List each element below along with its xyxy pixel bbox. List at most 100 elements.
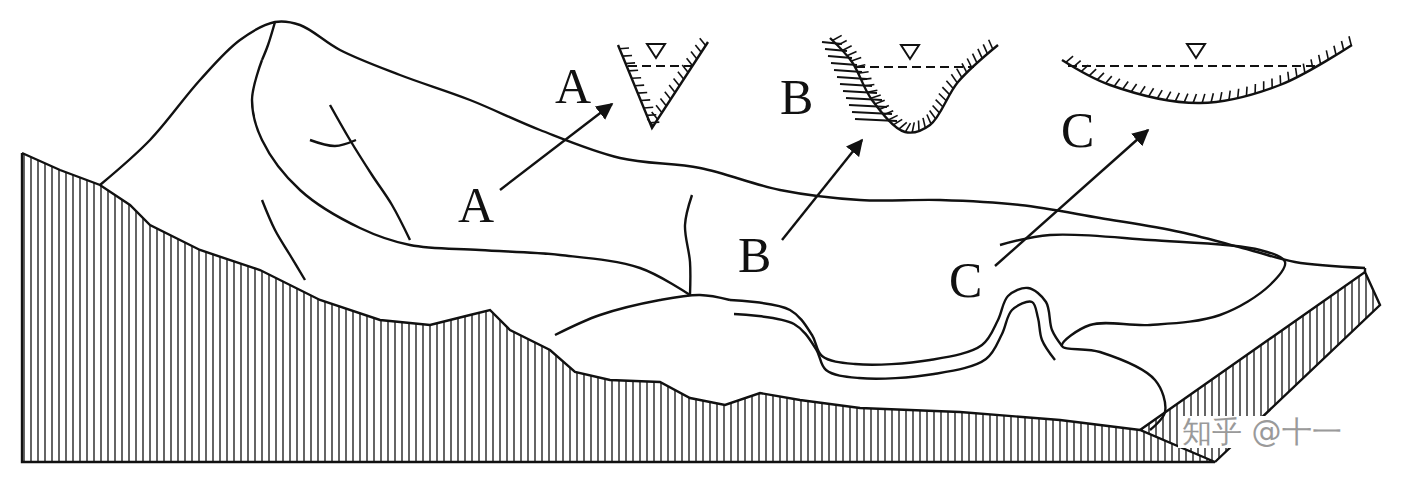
tributary-line — [310, 140, 356, 146]
hatch-line — [828, 140, 829, 462]
hatch-line — [373, 140, 374, 462]
mountain-ridge — [100, 21, 1365, 268]
ground-hatch — [1149, 88, 1154, 96]
hatch-line — [72, 140, 73, 462]
cross-sections — [618, 35, 1352, 132]
ground-hatch — [669, 85, 675, 92]
ground-hatch — [1220, 92, 1222, 101]
hatch-line — [856, 140, 857, 462]
hatch-line — [429, 140, 430, 462]
hatch-line — [1010, 140, 1011, 462]
ground-hatch — [1114, 79, 1120, 87]
hatch-line — [716, 140, 717, 462]
hatch-line — [877, 140, 878, 462]
hatch-line — [1185, 140, 1186, 462]
hatch-line — [30, 140, 31, 462]
hatch-line — [1150, 140, 1151, 462]
river-bank — [734, 302, 1055, 379]
hatch-line — [884, 140, 885, 462]
ground-hatch — [831, 63, 857, 65]
block-corner — [1364, 268, 1366, 272]
hatch-line — [408, 140, 409, 462]
ground-hatch — [888, 115, 897, 120]
hatch-line — [639, 140, 640, 462]
ground-hatch — [687, 58, 693, 65]
hatch-line — [996, 140, 997, 462]
ground-hatch — [1157, 90, 1162, 98]
hatch-line — [569, 140, 570, 462]
hatch-line — [590, 140, 591, 462]
hatch-line — [1365, 260, 1366, 470]
hatch-line — [1052, 140, 1053, 462]
hatch-line — [1148, 260, 1149, 470]
leader-arrow — [500, 104, 612, 190]
hatch-line — [275, 140, 276, 462]
hatch-line — [233, 140, 234, 462]
hatch-line — [1192, 140, 1193, 462]
location-label: C — [947, 255, 984, 305]
ground-hatch — [840, 84, 872, 86]
ground-hatch — [620, 47, 629, 49]
hatch-line — [1101, 140, 1102, 462]
hatch-line — [44, 140, 45, 462]
ground-hatch — [1271, 78, 1273, 87]
ground-hatch — [678, 72, 684, 79]
hatch-line — [261, 140, 262, 462]
hatch-line — [345, 140, 346, 462]
tributary-line — [330, 105, 410, 240]
hatch-line — [247, 140, 248, 462]
hatch-line — [1358, 260, 1359, 470]
hatch-line — [1122, 140, 1123, 462]
hatch-line — [1136, 140, 1137, 462]
ground-hatch — [825, 49, 847, 51]
hatch-line — [1178, 140, 1179, 462]
hatch-line — [632, 140, 633, 462]
hatch-line — [506, 140, 507, 462]
hatch-line — [723, 140, 724, 462]
hatch-line — [107, 140, 108, 462]
hatch-line — [205, 140, 206, 462]
hatch-line — [611, 140, 612, 462]
ground-hatch — [1211, 93, 1213, 102]
hatch-line — [93, 140, 94, 462]
hatch-line — [310, 140, 311, 462]
front-face-hatching — [24, 140, 1214, 462]
hatch-line — [1087, 140, 1088, 462]
ground-hatch — [1123, 81, 1129, 89]
hatch-line — [814, 140, 815, 462]
ground-hatch — [1166, 92, 1170, 100]
hatch-line — [240, 140, 241, 462]
ground-hatch — [927, 115, 931, 125]
ground-hatch — [626, 62, 635, 64]
hatch-line — [163, 140, 164, 462]
hatch-line — [905, 140, 906, 462]
hatch-line — [1017, 140, 1018, 462]
hatch-line — [835, 140, 836, 462]
ground-hatch — [933, 105, 940, 113]
hatch-line — [926, 140, 927, 462]
hatch-line — [303, 140, 304, 462]
hatch-line — [177, 140, 178, 462]
ground-hatch — [647, 119, 653, 126]
ground-hatch — [1184, 94, 1188, 103]
section-label: C — [1059, 105, 1096, 155]
ground-hatch — [912, 122, 914, 132]
hatch-line — [1024, 140, 1025, 462]
ground-hatch — [962, 63, 967, 72]
hatch-line — [317, 140, 318, 462]
hatch-line — [863, 140, 864, 462]
hatch-line — [555, 140, 556, 462]
tributary-line — [685, 195, 692, 295]
tributary-line — [262, 200, 305, 280]
ground-hatch — [828, 56, 852, 58]
hatch-line — [37, 140, 38, 462]
ground-hatch — [641, 99, 650, 101]
hatch-line — [387, 140, 388, 462]
water-level — [628, 65, 692, 67]
ground-hatch — [644, 106, 653, 108]
ground-hatch — [899, 122, 907, 129]
valley-line — [252, 60, 690, 295]
ground-hatch — [1246, 87, 1248, 96]
leader-arrows — [500, 104, 1148, 266]
